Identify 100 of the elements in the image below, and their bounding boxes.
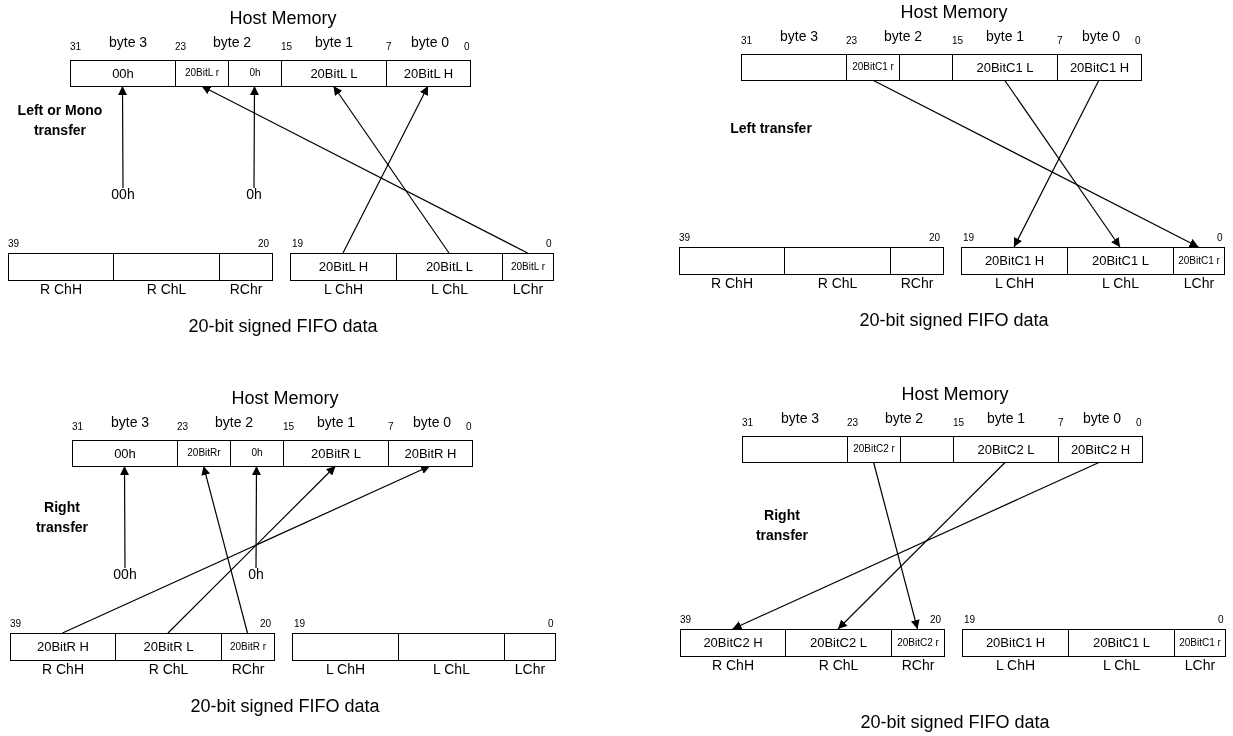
bit-number: 23	[175, 41, 187, 52]
channel-label: L ChH	[324, 662, 367, 677]
channel-label: LChr	[1183, 658, 1217, 673]
register-field: 20BitC2 L	[953, 436, 1059, 463]
channel-label: RChr	[230, 662, 266, 677]
bit-number: 19	[963, 232, 975, 243]
channel-label: RChr	[900, 658, 936, 673]
bit-number: 19	[294, 618, 306, 629]
register-field	[899, 54, 953, 81]
channel-label: R ChH	[711, 658, 755, 673]
bit-number: 31	[70, 41, 82, 52]
channel-label: L ChH	[322, 282, 365, 297]
value-text: 00h	[103, 186, 143, 202]
register-field: 20BitRr	[177, 440, 231, 467]
register-field	[900, 436, 954, 463]
byte-label: byte 2	[213, 34, 252, 50]
channel-label: R ChL	[147, 662, 190, 677]
register-field: 00h	[70, 60, 176, 87]
register-field: 20BitC1 L	[952, 54, 1058, 81]
register-field: 20BitC1 H	[1057, 54, 1142, 81]
byte-label: byte 2	[215, 414, 254, 430]
channel-label: L ChH	[993, 276, 1036, 291]
channel-label: R ChH	[710, 276, 754, 291]
caption: 20-bit signed FIFO data	[190, 696, 380, 717]
channel-label: RChr	[228, 282, 264, 297]
transfer-label: Right transfer	[34, 498, 90, 538]
bit-number: 15	[281, 41, 293, 52]
register-field: 20BitC2 H	[1058, 436, 1143, 463]
value-text: 0h	[234, 186, 274, 202]
bit-number: 23	[177, 421, 189, 432]
byte-label: byte 3	[109, 34, 148, 50]
channel-label: R ChL	[145, 282, 188, 297]
bit-number: 19	[292, 238, 304, 249]
bit-number: 0	[1135, 35, 1141, 46]
field-text: 20BitC1 L	[1091, 636, 1152, 650]
arrow	[1003, 79, 1121, 248]
arrow	[200, 85, 529, 254]
channel-label: L ChL	[430, 282, 469, 297]
arrow	[872, 461, 920, 630]
heading: Host Memory	[901, 384, 1009, 405]
bit-number: 15	[952, 35, 964, 46]
field-text: 20BitC1 r	[1177, 255, 1221, 267]
field-text: 20BitC2 L	[808, 636, 869, 650]
bit-number: 20	[929, 232, 941, 243]
bit-number: 0	[1136, 417, 1142, 428]
bit-number: 31	[742, 417, 754, 428]
byte-label: byte 1	[987, 410, 1026, 426]
field-text: 20BitC1 H	[983, 254, 1046, 268]
channel-label: R ChL	[816, 276, 859, 291]
channel-label: LChr	[511, 282, 545, 297]
transfer-label: Left or Mono transfer	[16, 101, 104, 141]
value-text: 0h	[236, 566, 276, 582]
arrow	[332, 85, 450, 254]
bit-number: 20	[260, 618, 272, 629]
bit-number: 15	[953, 417, 965, 428]
bit-number: 19	[964, 614, 976, 625]
field-text: 20BitC1 H	[984, 636, 1047, 650]
register-field: 20BitC1 r	[846, 54, 900, 81]
byte-label: byte 0	[1083, 410, 1122, 426]
channel-label: L ChL	[432, 662, 471, 677]
arrow	[837, 461, 1007, 630]
bit-number: 7	[1058, 417, 1064, 428]
bit-number: 23	[846, 35, 858, 46]
register-field: 0h	[228, 60, 282, 87]
caption: 20-bit signed FIFO data	[860, 712, 1050, 733]
byte-label: byte 3	[781, 410, 820, 426]
byte-label: byte 0	[411, 34, 450, 50]
bit-number: 7	[386, 41, 392, 52]
bit-number: 7	[388, 421, 394, 432]
byte-label: byte 3	[780, 28, 819, 44]
register-field: 0h	[230, 440, 284, 467]
byte-label: byte 1	[986, 28, 1025, 44]
heading: Host Memory	[231, 388, 339, 409]
arrow	[167, 465, 337, 634]
byte-label: byte 1	[317, 414, 356, 430]
field-text: 20BitC2 H	[702, 636, 764, 650]
field-text: 20BitR H	[36, 640, 90, 654]
channel-label: RChr	[899, 276, 935, 291]
channel-label: LChr	[513, 662, 547, 677]
transfer-label: Right transfer	[754, 506, 810, 546]
bit-number: 20	[930, 614, 942, 625]
channel-label: LChr	[1182, 276, 1216, 291]
field-text: 20BitC1 L	[1090, 254, 1151, 268]
bit-number: 31	[72, 421, 84, 432]
byte-label: byte 0	[1082, 28, 1121, 44]
bit-number: 0	[466, 421, 472, 432]
channel-label: L ChL	[1102, 658, 1141, 673]
arrow	[201, 465, 249, 634]
bit-number: 23	[847, 417, 859, 428]
channel-label: R ChH	[41, 662, 85, 677]
arrow	[1013, 79, 1100, 248]
bit-number: 0	[464, 41, 470, 52]
bit-number: 20	[258, 238, 270, 249]
field-text: 20BitC2 r	[896, 637, 940, 649]
byte-label: byte 3	[111, 414, 150, 430]
register-field	[741, 54, 847, 81]
arrow	[120, 465, 130, 569]
heading: Host Memory	[900, 2, 1008, 23]
arrow	[342, 85, 429, 254]
value-text: 00h	[105, 566, 145, 582]
